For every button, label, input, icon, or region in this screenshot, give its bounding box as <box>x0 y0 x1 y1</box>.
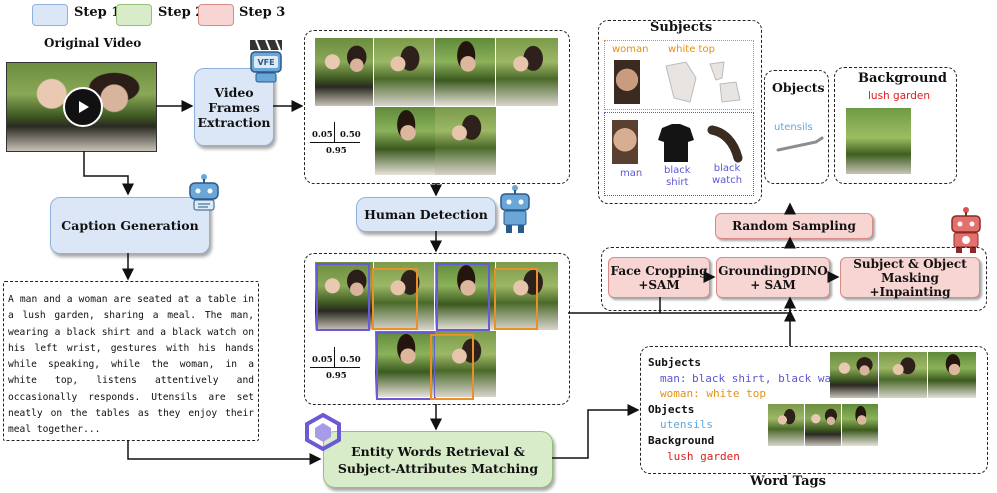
detect-box-woman-4 <box>494 268 538 330</box>
detect-box-man-1 <box>316 263 370 331</box>
caption-text: A man and a woman are seated at a table … <box>8 294 254 436</box>
frame-1 <box>315 38 373 106</box>
background-title: Background <box>858 71 947 86</box>
vfe-badge-text: VFE <box>257 58 274 67</box>
fraction-top-a: 0.05 <box>312 130 333 140</box>
frame-3 <box>435 38 495 106</box>
vfe-robot-icon: VFE <box>250 39 282 83</box>
detect-box-man-3 <box>436 263 490 331</box>
subjects-woman-group <box>604 40 754 110</box>
subjects-title: Subjects <box>650 20 713 35</box>
frame-5 <box>375 107 435 175</box>
background-panel <box>834 67 957 184</box>
black-shirt-crop <box>658 124 694 162</box>
wt-objects-label: Objects <box>648 403 695 416</box>
subjects-panel <box>598 20 762 204</box>
wt-subjects-label: Subjects <box>648 356 701 369</box>
legend-step1-swatch <box>32 4 68 26</box>
wt-background-value: lush garden <box>667 450 740 463</box>
woman-face-crop <box>614 60 640 104</box>
face-cropping-box: Face Cropping +SAM <box>608 257 710 298</box>
extracted-frames-panel <box>304 30 570 184</box>
detected-frame-2 <box>374 262 434 330</box>
wt-man-attrs: black shirt, black watch <box>692 372 851 385</box>
background-lush-garden-label: lush garden <box>868 90 931 102</box>
utensils-crop <box>776 136 824 152</box>
objects-title: Objects <box>772 80 825 95</box>
legend-step3-swatch <box>198 4 234 26</box>
fraction-top-line <box>310 142 360 143</box>
caption-robot-icon <box>189 174 219 211</box>
detect-box-woman-2 <box>372 268 418 330</box>
legend-step1-label: Step 1 <box>74 5 121 20</box>
object-utensils-label: utensils <box>774 122 813 133</box>
subjects-man-group <box>604 112 754 196</box>
grounding-dino-box: GroundingDINO + SAM <box>716 257 830 298</box>
human-detection-box: Human Detection <box>356 197 496 232</box>
detected-frame-5 <box>375 331 435 397</box>
man-face-crop <box>612 120 638 164</box>
fraction-bottom-a: 0.05 <box>312 355 333 365</box>
detected-frame-1 <box>315 262 373 330</box>
fraction-top-b: 0.50 <box>340 130 361 140</box>
frame-6 <box>435 107 496 175</box>
caption-text-panel <box>3 281 259 441</box>
subject-black-shirt-label: black shirt <box>664 165 691 188</box>
wt-thumb-5 <box>805 404 841 446</box>
masking-inpainting-box: Subject & Object Masking +Inpainting <box>840 257 980 299</box>
play-icon[interactable] <box>63 87 103 127</box>
fraction-bottom-divider <box>334 347 335 367</box>
detected-frames-panel <box>304 253 570 405</box>
wt-thumb-1 <box>830 352 878 398</box>
entity-words-box: Entity Words Retrieval & Subject-Attribu… <box>323 431 553 488</box>
fraction-top-divider <box>334 122 335 142</box>
legend-step3-label: Step 3 <box>239 5 286 20</box>
frame-2 <box>374 38 434 106</box>
subject-black-watch-label: black watch <box>712 163 743 186</box>
wt-thumb-2 <box>879 352 927 398</box>
background-inpainted-image <box>846 108 911 174</box>
random-sampling-box: Random Sampling <box>715 213 873 239</box>
wt-thumb-6 <box>842 404 878 446</box>
wt-background-label: Background <box>648 434 715 447</box>
detected-frame-4 <box>496 262 558 330</box>
detect-box-woman-6 <box>430 334 474 400</box>
legend-step2-swatch <box>116 4 152 26</box>
wt-woman-label: woman: white top <box>660 387 766 400</box>
white-top-crop <box>665 61 741 103</box>
detection-robot-icon <box>500 185 530 233</box>
original-video-title: Original Video <box>44 36 142 50</box>
objects-panel <box>764 70 829 184</box>
fraction-bottom-line <box>310 367 360 368</box>
entity-logo-icon <box>305 412 341 452</box>
frame-4 <box>496 38 558 106</box>
fraction-bottom-c: 0.95 <box>326 371 347 381</box>
caption-generation-box: Caption Generation <box>50 197 210 254</box>
word-tags-title: Word Tags <box>750 474 826 489</box>
black-watch-crop <box>707 125 743 163</box>
wt-thumb-4 <box>768 404 804 446</box>
word-tags-panel <box>640 346 988 474</box>
legend-step2-label: Step 2 <box>158 5 205 20</box>
fraction-bottom-b: 0.50 <box>340 355 361 365</box>
wt-thumb-3 <box>928 352 976 398</box>
subject-man-label: man <box>620 168 643 179</box>
original-video-thumbnail[interactable] <box>6 62 157 152</box>
subject-white-top-label: white top <box>668 44 715 55</box>
fraction-top-c: 0.95 <box>326 146 347 156</box>
wt-man-label: man: <box>660 372 687 385</box>
subject-woman-label: woman <box>612 44 649 55</box>
wt-objects-value: utensils <box>660 418 713 431</box>
detected-frame-6 <box>435 331 496 397</box>
masking-robot-icon <box>951 207 981 253</box>
detected-frame-3 <box>435 262 495 330</box>
